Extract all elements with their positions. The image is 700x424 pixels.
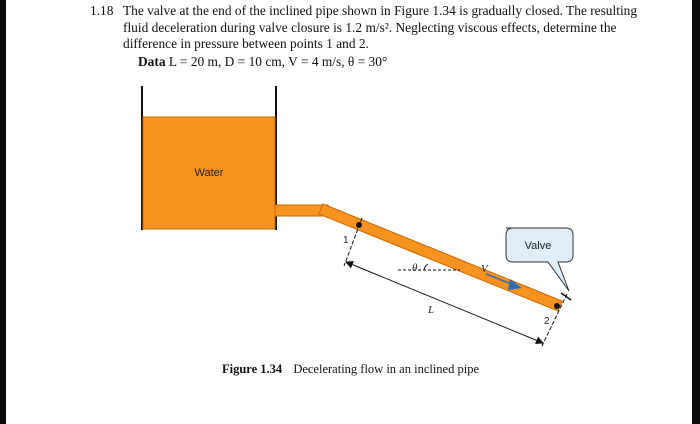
section-2-line bbox=[540, 293, 568, 349]
right-page-edge bbox=[692, 0, 700, 424]
water-label: Water bbox=[195, 167, 224, 179]
valve-marker bbox=[560, 292, 572, 301]
valve-callout-bubble bbox=[505, 227, 574, 292]
point-2-label: 2 bbox=[544, 316, 550, 327]
theta-label: θ bbox=[412, 262, 418, 274]
length-label: L bbox=[427, 304, 434, 316]
left-page-edge bbox=[0, 0, 6, 424]
figure-caption: Figure 1.34 Decelerating flow in an incl… bbox=[222, 362, 479, 377]
tank-water bbox=[142, 116, 276, 230]
data-line: Data L = 20 m, D = 10 cm, V = 4 m/s, θ =… bbox=[138, 54, 387, 71]
length-dimension-line bbox=[345, 260, 544, 345]
problem-text: The valve at the end of the inclined pip… bbox=[123, 3, 638, 51]
data-label: Data bbox=[138, 54, 166, 69]
theta-arc bbox=[423, 263, 429, 271]
figure-caption-text: Decelerating flow in an inclined pipe bbox=[293, 362, 480, 376]
valve-label: Valve bbox=[525, 240, 552, 252]
figure-caption-label: Figure 1.34 bbox=[222, 362, 283, 376]
point-1-label: 1 bbox=[343, 235, 349, 246]
point-2-dot bbox=[554, 303, 560, 309]
data-values: L = 20 m, D = 10 cm, V = 4 m/s, θ = 30° bbox=[168, 54, 388, 69]
point-1-dot bbox=[356, 222, 362, 228]
problem-number: 1.18 bbox=[90, 3, 114, 18]
